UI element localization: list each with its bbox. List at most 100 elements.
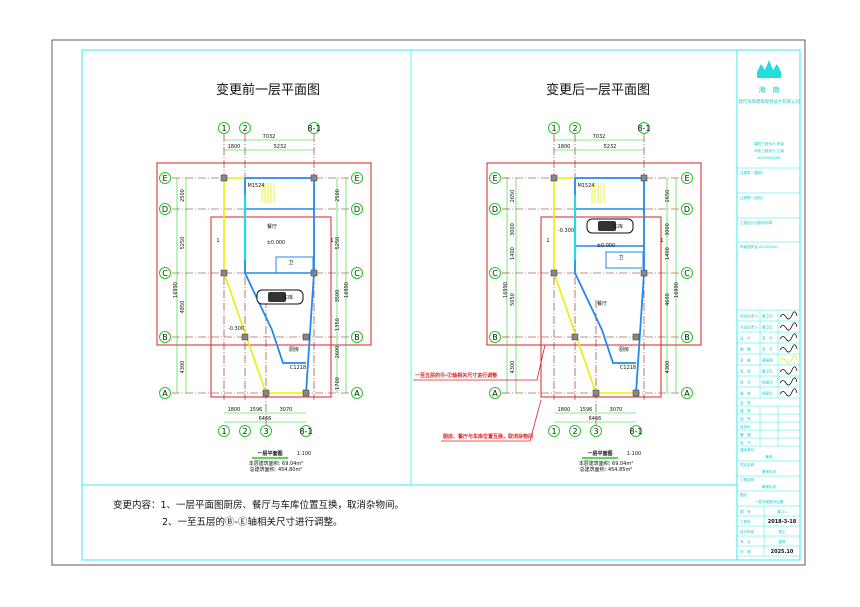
room-label-dining: 餐厅 (597, 300, 607, 307)
dimension-text: 2600 (335, 346, 341, 359)
axis-bubble (489, 387, 501, 399)
dimension-text: 1700 (335, 377, 341, 390)
dimension-text: 1350 (335, 318, 341, 331)
dimension-text: 5232 (274, 144, 287, 150)
level-mark: ±0.000 (597, 243, 616, 249)
dimension-text: 6466 (589, 416, 602, 422)
role-label: 制 图 (740, 347, 751, 352)
stamp-structure: 注册章（结构） (740, 195, 765, 200)
axis-bubble (489, 172, 501, 184)
axis-bubble (159, 172, 171, 184)
plan-label: 一层平面图 (587, 450, 612, 457)
field-value: 建-01 (777, 509, 786, 514)
total-area: 总建筑面积: 454.85m² (580, 466, 633, 473)
exterior-outline (553, 178, 636, 394)
discipline-label: 给排水 (740, 424, 751, 429)
dimension-text: 1800 (558, 144, 571, 150)
axis-label: 8-1 (637, 124, 650, 133)
role-name: 曹卫华 (762, 369, 773, 374)
axis-label: 8-1 (299, 427, 312, 436)
role-label: 校 对 (740, 380, 751, 385)
column (302, 389, 310, 397)
role-label: 审 核 (740, 358, 751, 363)
dimension-text: 1800 (228, 144, 241, 150)
dimension-text: 16990 (674, 282, 680, 298)
after-plan-title: 变更后一层平面图 (546, 82, 650, 98)
axis-bubble (351, 267, 363, 279)
signature-icon (779, 355, 798, 364)
change-annotations: 一至五层的Ⓑ-Ⓔ轴相关尺寸进行调整 厨房、餐厅与车库位置互换，取消杂物间 (413, 344, 546, 442)
dimension-text: 4300 (665, 361, 671, 374)
notes-line-2: 2、一至五层的Ⓑ-Ⓔ轴相关尺寸进行调整。 (162, 516, 342, 528)
car-roof (598, 221, 616, 231)
signature-icon (779, 322, 798, 331)
column (640, 174, 648, 182)
dimension-text: 16990 (173, 282, 179, 298)
plan-label: 一层平面图 (257, 450, 282, 457)
axis-label: D (354, 205, 360, 214)
annotation-room-swap: 厨房、餐厅与车库位置互换，取消杂物间 (443, 433, 533, 440)
car-roof (268, 292, 286, 302)
axis-label: E (354, 174, 359, 183)
discipline-label: 暖 通 (740, 432, 751, 437)
room-label-kitchen: 厨房 (619, 346, 629, 353)
section-mark: 1 (330, 238, 333, 244)
field-value: 一层平面图对比图 (755, 499, 784, 504)
axis-bubble (351, 203, 363, 215)
dimension-text: 3070 (610, 407, 623, 413)
dimension-text: 4600 (665, 293, 671, 306)
signature-icon (779, 366, 798, 375)
signature-icon (779, 311, 798, 320)
axis-bubble (239, 425, 251, 437)
inner-frame (81, 49, 801, 561)
notes-line-1: 变更内容：1、一层平面图厨房、餐厅与车库位置互换，取消杂物间。 (113, 499, 404, 511)
role-name: 陆振华 (762, 380, 773, 385)
axis-label: 8-1 (307, 124, 320, 133)
axis-label: A (684, 389, 690, 398)
level-mark: ±0.000 (267, 240, 286, 246)
dimension-text: 3500 (335, 290, 341, 303)
level-mark: -0.300 (558, 228, 574, 234)
axis-bubble (590, 425, 602, 437)
column (571, 333, 579, 341)
role-name: 陆振华 (762, 391, 773, 396)
field-value: 建筑 (778, 539, 786, 544)
field-label: 图名 (740, 492, 748, 497)
before-plan-title: 变更前一层平面图 (216, 82, 320, 98)
dimension-text: 2650 (510, 190, 516, 203)
stamp-cert: 甲级资质证 A2100000 (740, 244, 778, 249)
axis-label: B (354, 333, 360, 342)
axis-bubble (489, 331, 501, 343)
field-value: 2018-3-18 (768, 519, 797, 525)
field-label: 建设单位 (740, 447, 755, 452)
dimension-text: 7032 (593, 134, 606, 140)
door-tag: M1524 (577, 183, 594, 189)
axis-label: 8-1 (629, 427, 642, 436)
dimension-text: 5050 (510, 293, 516, 306)
axis-bubble (351, 331, 363, 343)
outer-frame (51, 39, 806, 566)
field-value: 2025.10 (771, 549, 794, 555)
role-name: 曹卫华 (762, 314, 773, 319)
dimension-text: 4300 (510, 361, 516, 374)
dimension-text: 2650 (665, 190, 671, 203)
axis-label: A (354, 389, 360, 398)
door-tag: M1524 (247, 183, 264, 189)
column (550, 174, 558, 182)
signature-icon (779, 344, 798, 353)
section-mark: 1 (216, 238, 219, 244)
field-label: 日 期 (740, 549, 751, 554)
axis-label: D (162, 205, 168, 214)
field-label: 项目名称 (740, 462, 755, 467)
dimension-text: 16990 (503, 282, 509, 298)
role-name: 李 平 (762, 336, 773, 341)
field-label: 工程名称 (740, 477, 755, 482)
exterior-outline (223, 178, 306, 394)
column (550, 269, 558, 277)
axis-label: 1 (551, 124, 556, 133)
axis-bubble (218, 122, 230, 134)
toilet-room (275, 256, 314, 274)
room-label-toilet: 卫 (288, 260, 293, 266)
